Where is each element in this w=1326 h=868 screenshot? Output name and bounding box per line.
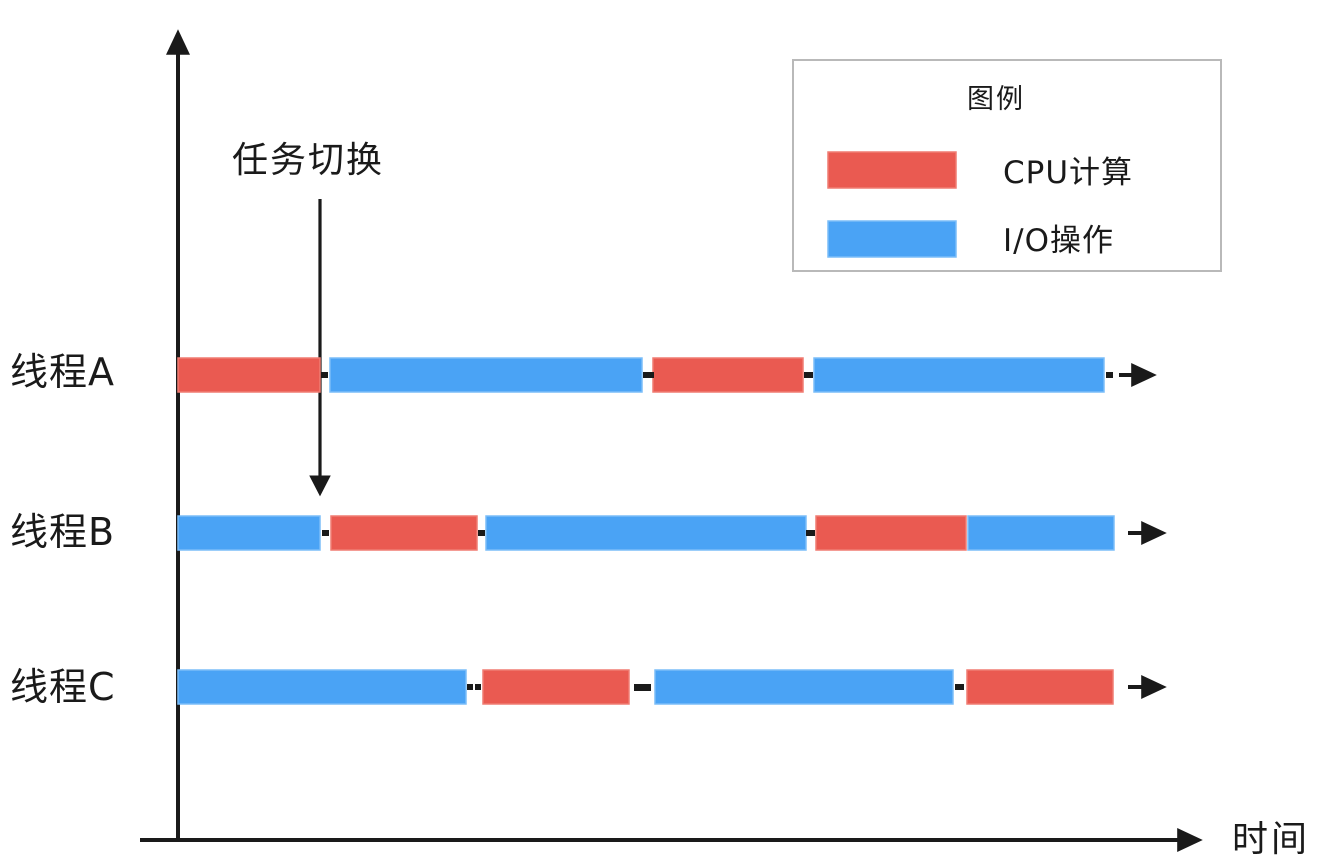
legend-label-io: I/O操作 bbox=[1003, 223, 1114, 259]
thread-track-a bbox=[177, 357, 1157, 393]
segment-separator-tick bbox=[1106, 372, 1113, 378]
segment-separator-tick bbox=[806, 530, 815, 536]
segment-separator-tick bbox=[321, 372, 328, 378]
segment-separator-tick bbox=[804, 372, 813, 378]
x-axis-label: 时间 bbox=[1232, 819, 1310, 860]
segment-cpu[interactable] bbox=[177, 357, 321, 393]
segment-separator-tick bbox=[475, 684, 481, 690]
segment-separator-tick bbox=[322, 530, 329, 536]
segment-io[interactable] bbox=[654, 669, 954, 705]
segment-separator-tick bbox=[634, 684, 651, 691]
segment-separator-tick bbox=[478, 530, 485, 536]
segment-io[interactable] bbox=[813, 357, 1105, 393]
segment-cpu[interactable] bbox=[330, 515, 478, 551]
segment-separator-tick bbox=[955, 684, 964, 690]
segment-io[interactable] bbox=[967, 515, 1115, 551]
segment-io[interactable] bbox=[177, 669, 467, 705]
thread-label-b: 线程B bbox=[10, 510, 115, 554]
segment-separator-tick bbox=[467, 684, 473, 690]
legend-swatch-io[interactable] bbox=[827, 220, 957, 258]
legend-swatch-cpu[interactable] bbox=[827, 151, 957, 189]
segment-io[interactable] bbox=[329, 357, 643, 393]
legend-title: 图例 bbox=[967, 84, 1025, 115]
legend-label-cpu: CPU计算 bbox=[1003, 155, 1133, 191]
segment-cpu[interactable] bbox=[966, 669, 1114, 705]
thread-track-c bbox=[177, 669, 1167, 705]
segment-cpu[interactable] bbox=[815, 515, 967, 551]
thread-label-a: 线程A bbox=[10, 350, 115, 394]
thread-label-c: 线程C bbox=[10, 665, 116, 709]
task-switch-annotation-label: 任务切换 bbox=[232, 140, 384, 181]
segment-io[interactable] bbox=[177, 515, 321, 551]
segment-cpu[interactable] bbox=[652, 357, 804, 393]
thread-track-b bbox=[177, 515, 1167, 551]
segment-separator-tick bbox=[643, 372, 654, 378]
segment-cpu[interactable] bbox=[482, 669, 630, 705]
